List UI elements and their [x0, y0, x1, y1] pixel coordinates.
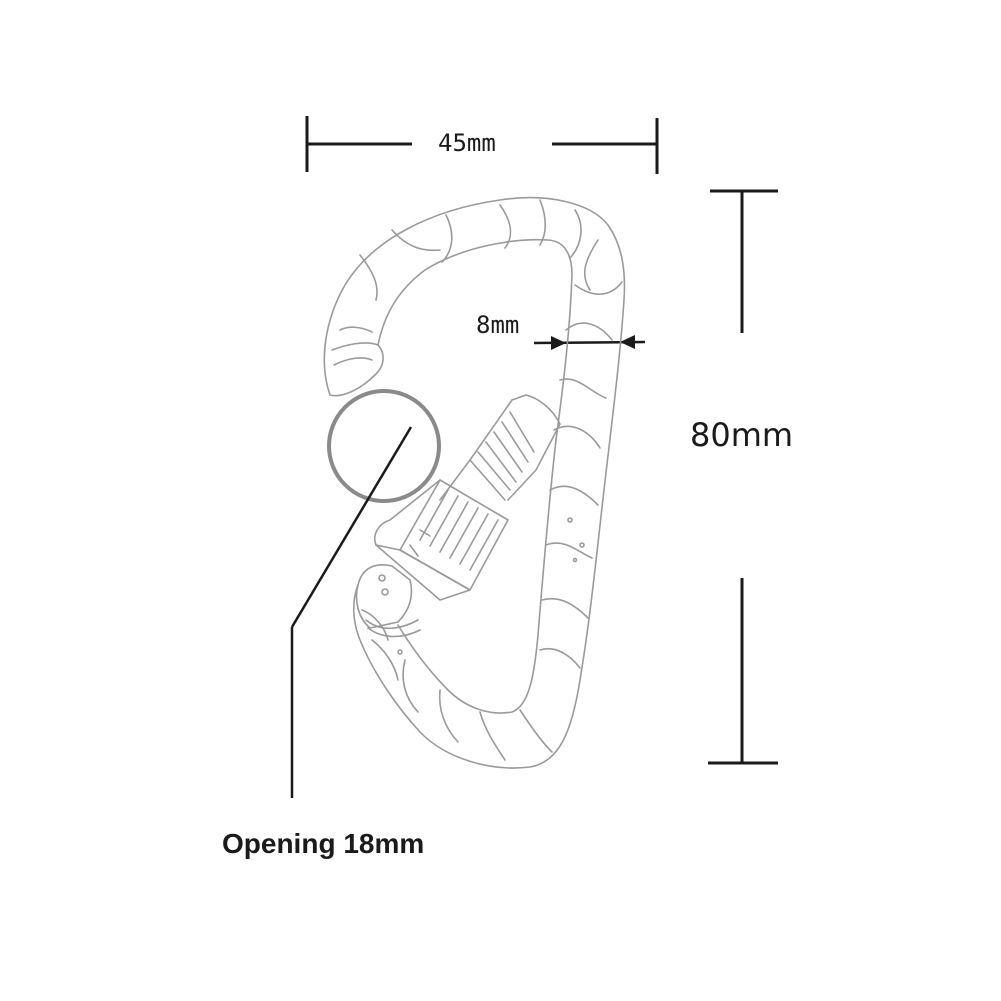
screw-gate-sketch [355, 394, 561, 638]
height-dimension-line [708, 189, 778, 765]
wire-thickness-label: 8mm [476, 311, 520, 339]
height-label: 80mm [690, 416, 794, 454]
carabiner-sketch [323, 196, 626, 769]
opening-callout [290, 389, 441, 798]
wire-thickness-arrows [533, 335, 646, 350]
opening-label: Opening 18mm [222, 828, 425, 859]
width-label: 45mm [438, 129, 496, 157]
width-dimension-line [305, 116, 659, 174]
